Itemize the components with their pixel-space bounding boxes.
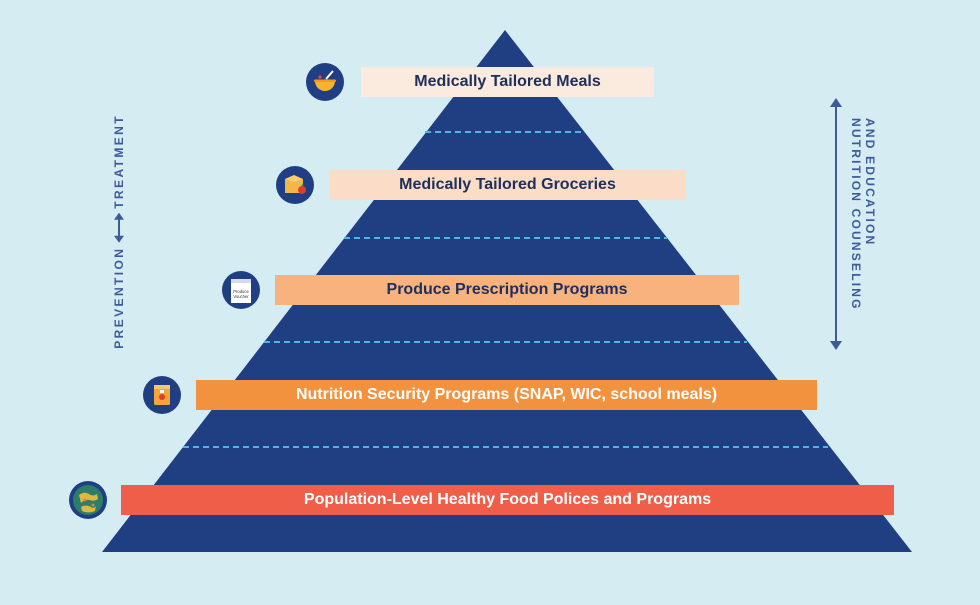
voucher-text-line-2: Voucher: [233, 294, 249, 299]
tier-3-bar: Produce Prescription Programs: [275, 275, 739, 305]
nutrition-counseling-label: NUTRITION COUNSELING AND EDUCATION: [846, 118, 880, 332]
globe-icon: [69, 481, 107, 519]
tier-2-label: Medically Tailored Groceries: [399, 176, 616, 193]
double-arrow-icon: [112, 212, 126, 243]
produce-voucher-icon: Produce Voucher: [222, 271, 260, 309]
right-axis-line-2: AND EDUCATION: [863, 118, 877, 247]
meal-bowl-icon: [306, 63, 344, 101]
tier-1-bar: Medically Tailored Meals: [361, 67, 654, 97]
tier-1-label: Medically Tailored Meals: [414, 73, 601, 90]
prevention-treatment-axis: PREVENTION TREATMENT: [111, 100, 127, 362]
prevention-label: PREVENTION: [112, 246, 126, 349]
tier-2-bar: Medically Tailored Groceries: [329, 170, 686, 200]
tier-5-bar: Population-Level Healthy Food Polices an…: [121, 485, 894, 515]
food-bag-icon: [143, 376, 181, 414]
tier-4-bar: Nutrition Security Programs (SNAP, WIC, …: [196, 380, 817, 410]
tier-3-label: Produce Prescription Programs: [386, 281, 628, 298]
grocery-box-icon: [276, 166, 314, 204]
tier-5-label: Population-Level Healthy Food Polices an…: [303, 491, 712, 508]
tier-4-label: Nutrition Security Programs (SNAP, WIC, …: [295, 386, 718, 403]
counseling-arrow-icon: [830, 98, 842, 350]
voucher-text-line-1: Produce: [233, 289, 249, 294]
right-axis-line-1: NUTRITION COUNSELING: [849, 118, 863, 311]
treatment-label: TREATMENT: [112, 113, 126, 209]
